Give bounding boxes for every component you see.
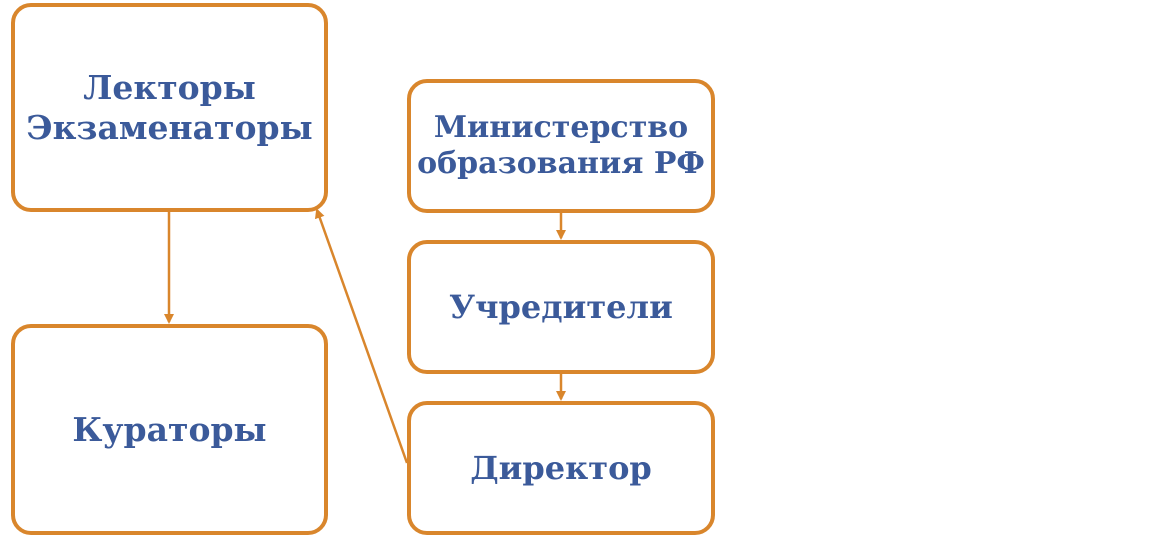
node-ministry: Министерство образования РФ bbox=[407, 79, 715, 213]
node-curators-label: Кураторы bbox=[72, 409, 267, 449]
node-lectors-line2: Экзаменаторы bbox=[26, 107, 313, 147]
node-director-label: Директор bbox=[470, 448, 652, 487]
edge-director-to-lectors bbox=[314, 208, 409, 464]
node-ministry-line1: Министерство bbox=[433, 110, 689, 145]
node-ministry-line2: образования РФ bbox=[417, 146, 705, 181]
node-founders-label: Учредители bbox=[449, 287, 673, 326]
node-founders: Учредители bbox=[407, 240, 715, 374]
node-director: Директор bbox=[407, 401, 715, 535]
node-curators: Кураторы bbox=[11, 324, 328, 535]
node-lectors-examiners: Лекторы Экзаменаторы bbox=[11, 3, 328, 212]
node-lectors-line1: Лекторы bbox=[83, 67, 256, 107]
